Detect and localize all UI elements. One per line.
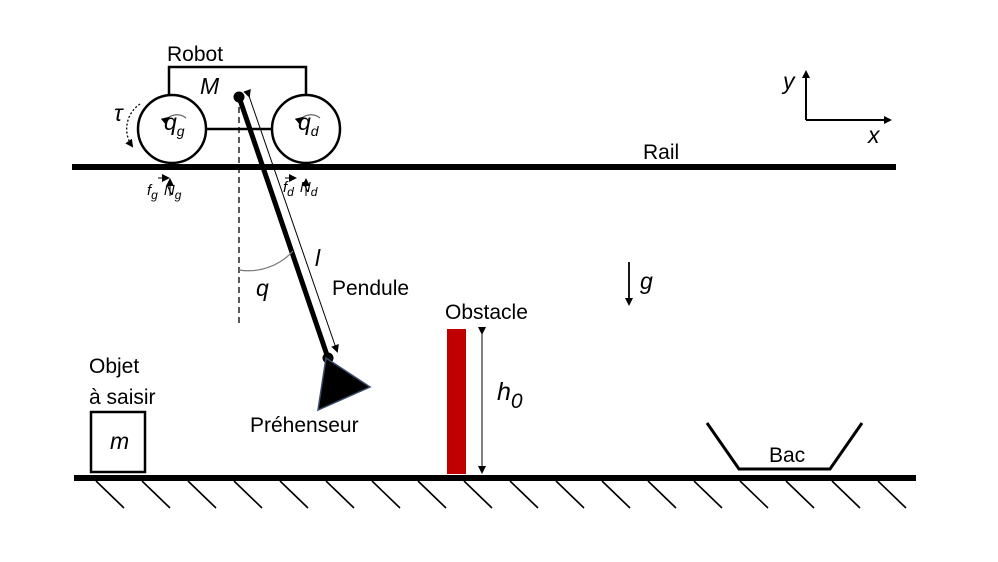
object-label-line2: à saisir (89, 386, 156, 409)
mass-m-label: m (110, 428, 129, 454)
ground-hatch-line (509, 480, 539, 509)
pendulum-label: Pendule (332, 277, 409, 300)
angle-label: q (256, 275, 269, 301)
obstacle-label: Obstacle (445, 301, 528, 324)
gripper-label: Préhenseur (250, 414, 359, 437)
left-wheel-rotation-icon (160, 114, 187, 125)
gripper-shape (317, 356, 372, 412)
ground-hatch-line (693, 480, 723, 509)
wheel-left-label: qg (164, 109, 185, 139)
mass-M-label: M (200, 73, 220, 99)
ground-hatch-line (463, 480, 493, 509)
ground-hatch-line (831, 480, 861, 509)
object-label-line1: Objet (89, 355, 139, 378)
bin-shape (705, 422, 864, 471)
ground-hatch-line (555, 480, 585, 509)
ground-hatch-line (141, 480, 171, 509)
ground-hatch-line (417, 480, 447, 509)
robot-frame (167, 65, 308, 98)
height-label: h0 (497, 378, 523, 413)
bin-label: Bac (769, 444, 805, 467)
torque-icon (125, 103, 141, 148)
ground-hatch-line (739, 480, 769, 509)
left-wheel (136, 93, 208, 165)
length-arrow (243, 89, 339, 353)
ground-hatch-line (877, 480, 907, 509)
ground-hatch-line (279, 480, 309, 509)
robot-label: Robot (167, 43, 223, 66)
ground-hatch-line (325, 480, 355, 509)
pivot-point (233, 91, 245, 103)
obstacle-block (447, 329, 466, 474)
object-box (89, 410, 147, 474)
axis-y-label: y (781, 68, 796, 94)
ground-hatch-line (187, 480, 217, 509)
ground-hatch-line (601, 480, 631, 509)
ground-hatch-line (233, 480, 263, 509)
length-label: l (315, 245, 321, 271)
axis-x-label: x (867, 122, 881, 148)
torque-label: τ (114, 100, 124, 126)
ground-hatch-line (785, 480, 815, 509)
gravity-label: g (640, 268, 653, 294)
ground-hatch-line (371, 480, 401, 509)
ground-hatching (95, 480, 907, 509)
rail-label: Rail (643, 141, 679, 164)
xy-axes-icon (802, 70, 892, 124)
ground-hatch-line (95, 480, 125, 509)
ground-hatch-line (647, 480, 677, 509)
angle-arc (238, 250, 294, 272)
